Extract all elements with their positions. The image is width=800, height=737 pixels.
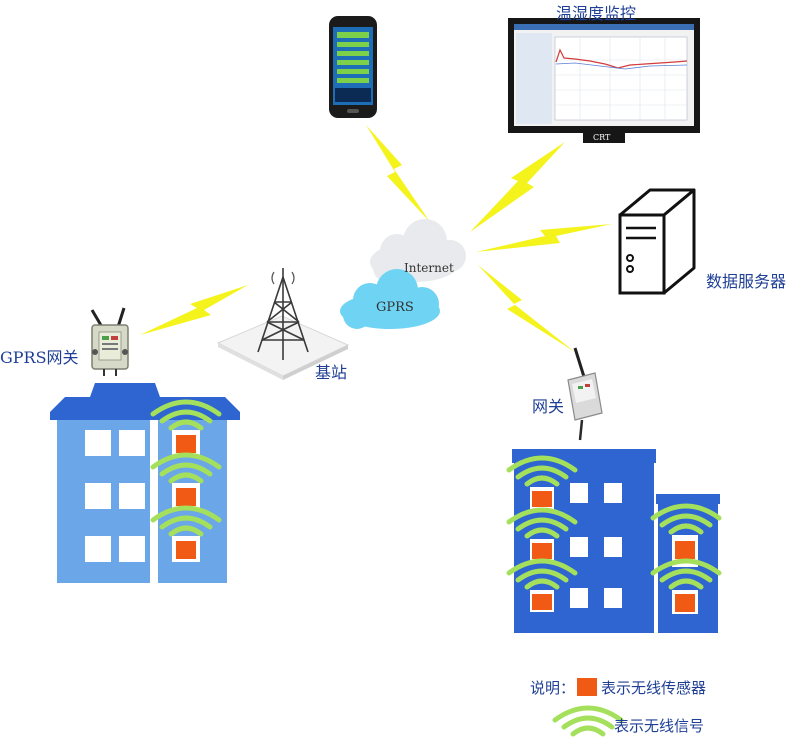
bolt-gprsgw-tower xyxy=(140,285,248,335)
left-building xyxy=(50,383,240,583)
wireless-sensor-icon xyxy=(532,543,552,559)
server-icon xyxy=(618,188,696,295)
gateway-label: 网关 xyxy=(532,397,565,416)
bolt-monitor-internet xyxy=(470,142,565,232)
wireless-links xyxy=(140,125,612,352)
bolt-internet-gateway xyxy=(478,265,575,352)
legend-sensor-text: 表示无线传感器 xyxy=(601,679,707,697)
bolt-phone-internet xyxy=(366,125,430,222)
monitor-icon xyxy=(508,18,700,143)
wireless-sensor-icon xyxy=(532,594,552,610)
smartphone-icon xyxy=(329,16,377,118)
bolt-server-internet xyxy=(476,224,612,252)
legend-prefix: 说明： xyxy=(530,679,576,697)
base-station-tower-icon xyxy=(216,268,350,380)
wireless-sensor-icon xyxy=(675,594,695,612)
legend-signal-icon xyxy=(555,708,621,734)
gprs-cloud xyxy=(340,269,440,329)
wireless-sensor-icon xyxy=(176,488,196,506)
internet-label: Internet xyxy=(404,261,454,275)
right-building-main xyxy=(509,449,656,633)
right-building-annex xyxy=(653,494,720,633)
wireless-sensor-icon xyxy=(675,541,695,559)
monitor-title: 温湿度监控 xyxy=(556,4,637,23)
wireless-sensor-icon xyxy=(176,541,196,559)
legend-sensor-swatch xyxy=(577,678,597,696)
wireless-sensor-icon xyxy=(532,491,552,507)
gprs-gateway-label: GPRS网关 xyxy=(0,348,79,367)
gprs-gateway-device-icon xyxy=(90,307,129,376)
monitor-brand-label: CRT xyxy=(593,133,611,142)
base-station-label: 基站 xyxy=(315,363,348,382)
legend-signal-text: 表示无线信号 xyxy=(614,717,705,735)
server-label: 数据服务器 xyxy=(706,272,787,291)
gprs-cloud-label: GPRS xyxy=(376,300,414,315)
wireless-sensor-icon xyxy=(176,435,196,453)
gateway-device-icon xyxy=(567,347,603,441)
